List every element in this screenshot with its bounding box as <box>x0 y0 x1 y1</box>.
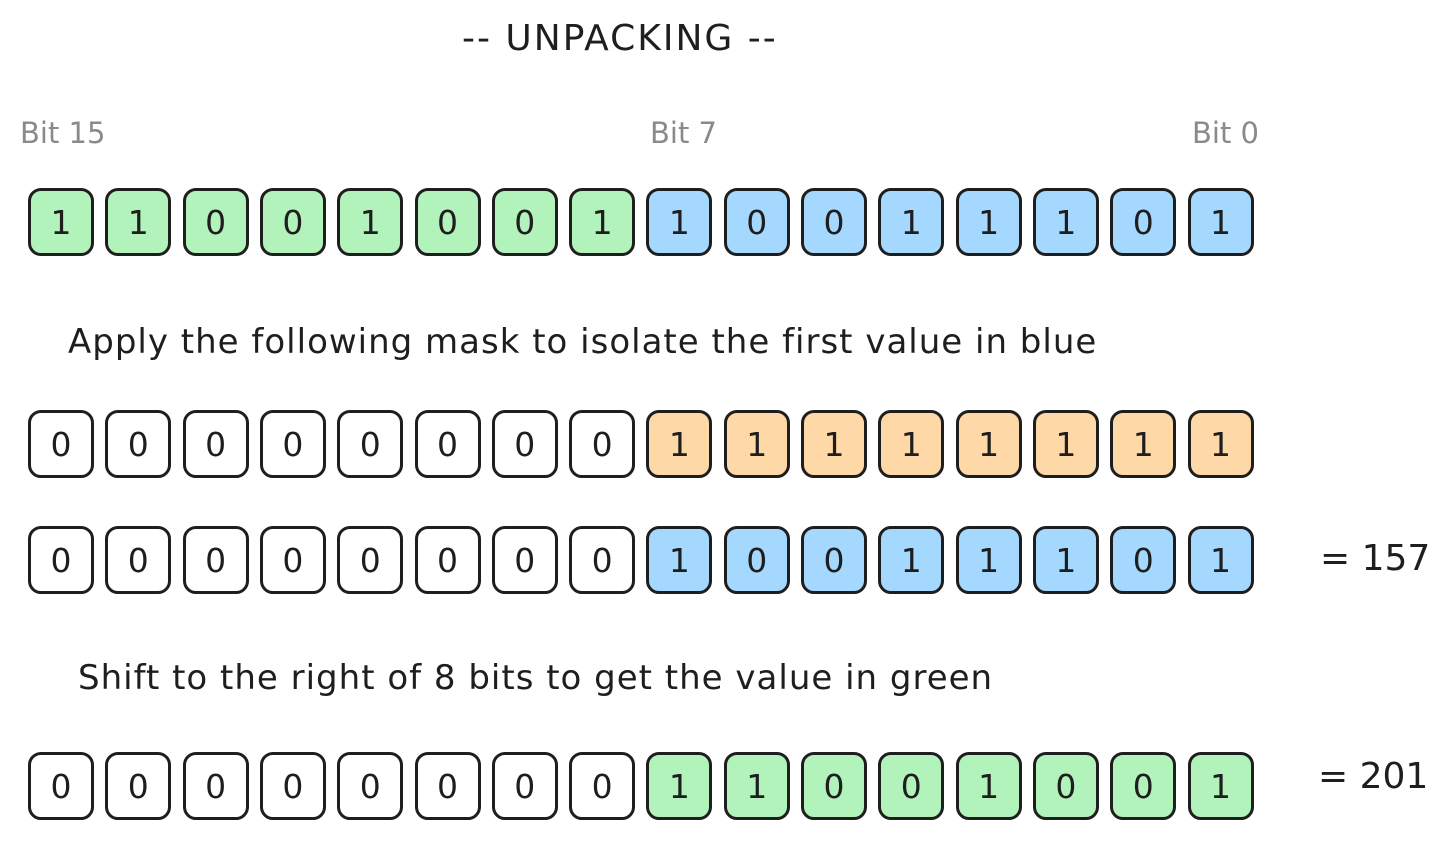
bit-cell: 1 <box>878 526 945 594</box>
bit-cell: 1 <box>1187 410 1254 478</box>
bit-cell: 0 <box>105 526 172 594</box>
bit-cell: 0 <box>337 752 404 820</box>
bit-cell: 0 <box>801 526 867 594</box>
bit-cell: 0 <box>569 526 636 594</box>
bit-cell: 0 <box>569 752 636 820</box>
bit-cell: 0 <box>491 752 558 820</box>
bit-cell: 0 <box>182 526 249 594</box>
bit-cell: 0 <box>801 188 867 256</box>
bit-cell: 1 <box>646 188 713 256</box>
bit-cell: 0 <box>105 410 172 478</box>
green-result-value: = 201 <box>1318 756 1429 797</box>
bit-cell: 1 <box>1032 410 1099 478</box>
bit-cell: 0 <box>491 410 558 478</box>
bit-cell: 1 <box>955 526 1022 594</box>
bit-cell: 0 <box>569 410 636 478</box>
diagram-title: -- UNPACKING -- <box>462 18 778 59</box>
bit-cell: 1 <box>569 188 636 256</box>
bit-cell: 1 <box>955 752 1022 820</box>
bit-cell: 0 <box>414 188 481 256</box>
bit-cell: 1 <box>1032 188 1099 256</box>
bit-7-label: Bit 7 <box>650 116 717 150</box>
bit-cell: 1 <box>955 188 1022 256</box>
bit-cell: 0 <box>182 752 249 820</box>
bit-cell: 0 <box>259 410 326 478</box>
bit-cell: 0 <box>1110 188 1177 256</box>
bit-cell: 0 <box>414 752 481 820</box>
bit-cell: 0 <box>491 526 558 594</box>
bit-cell: 0 <box>414 410 481 478</box>
bit-cell: 1 <box>646 752 713 820</box>
bit-cell: 1 <box>646 410 713 478</box>
bit-cell: 0 <box>1032 752 1099 820</box>
bit-0-label: Bit 0 <box>1192 116 1259 150</box>
bit-cell: 1 <box>1187 526 1254 594</box>
bit-cell: 1 <box>646 526 713 594</box>
bit-cell: 1 <box>1187 188 1254 256</box>
bit-cell: 0 <box>28 410 94 478</box>
bit-cell: 1 <box>337 188 404 256</box>
bit-cell: 1 <box>955 410 1022 478</box>
bit-cell: 0 <box>28 752 94 820</box>
bit-cell: 0 <box>259 526 326 594</box>
bit-cell: 1 <box>105 188 172 256</box>
bit-cell: 0 <box>182 188 249 256</box>
bit-cell: 1 <box>28 188 94 256</box>
bit-cell: 0 <box>337 410 404 478</box>
blue-result-value: = 157 <box>1320 538 1431 579</box>
bit-cell: 0 <box>414 526 481 594</box>
bit-cell: 0 <box>28 526 94 594</box>
bit-cell: 1 <box>723 752 790 820</box>
bit-cell: 0 <box>259 188 326 256</box>
bit-cell: 1 <box>1110 410 1177 478</box>
bit-cell: 0 <box>723 188 790 256</box>
bit-cell: 0 <box>723 526 790 594</box>
bit-cell: 1 <box>878 188 945 256</box>
bit-cell: 0 <box>337 526 404 594</box>
bit-cell: 0 <box>1110 526 1177 594</box>
bit-cell: 0 <box>801 752 867 820</box>
bit-cell: 0 <box>878 752 945 820</box>
bit-cell: 1 <box>878 410 945 478</box>
bit-cell: 0 <box>182 410 249 478</box>
bit-cell: 0 <box>105 752 172 820</box>
bit-cell: 0 <box>259 752 326 820</box>
bit-cell: 1 <box>1032 526 1099 594</box>
mask-caption: Apply the following mask to isolate the … <box>68 322 1098 362</box>
bit-cell: 1 <box>723 410 790 478</box>
bit-cell: 1 <box>1187 752 1254 820</box>
bit-cell: 0 <box>1110 752 1177 820</box>
shift-caption: Shift to the right of 8 bits to get the … <box>78 658 994 698</box>
bit-cell: 0 <box>491 188 558 256</box>
bit-15-label: Bit 15 <box>20 116 106 150</box>
bit-cell: 1 <box>801 410 867 478</box>
